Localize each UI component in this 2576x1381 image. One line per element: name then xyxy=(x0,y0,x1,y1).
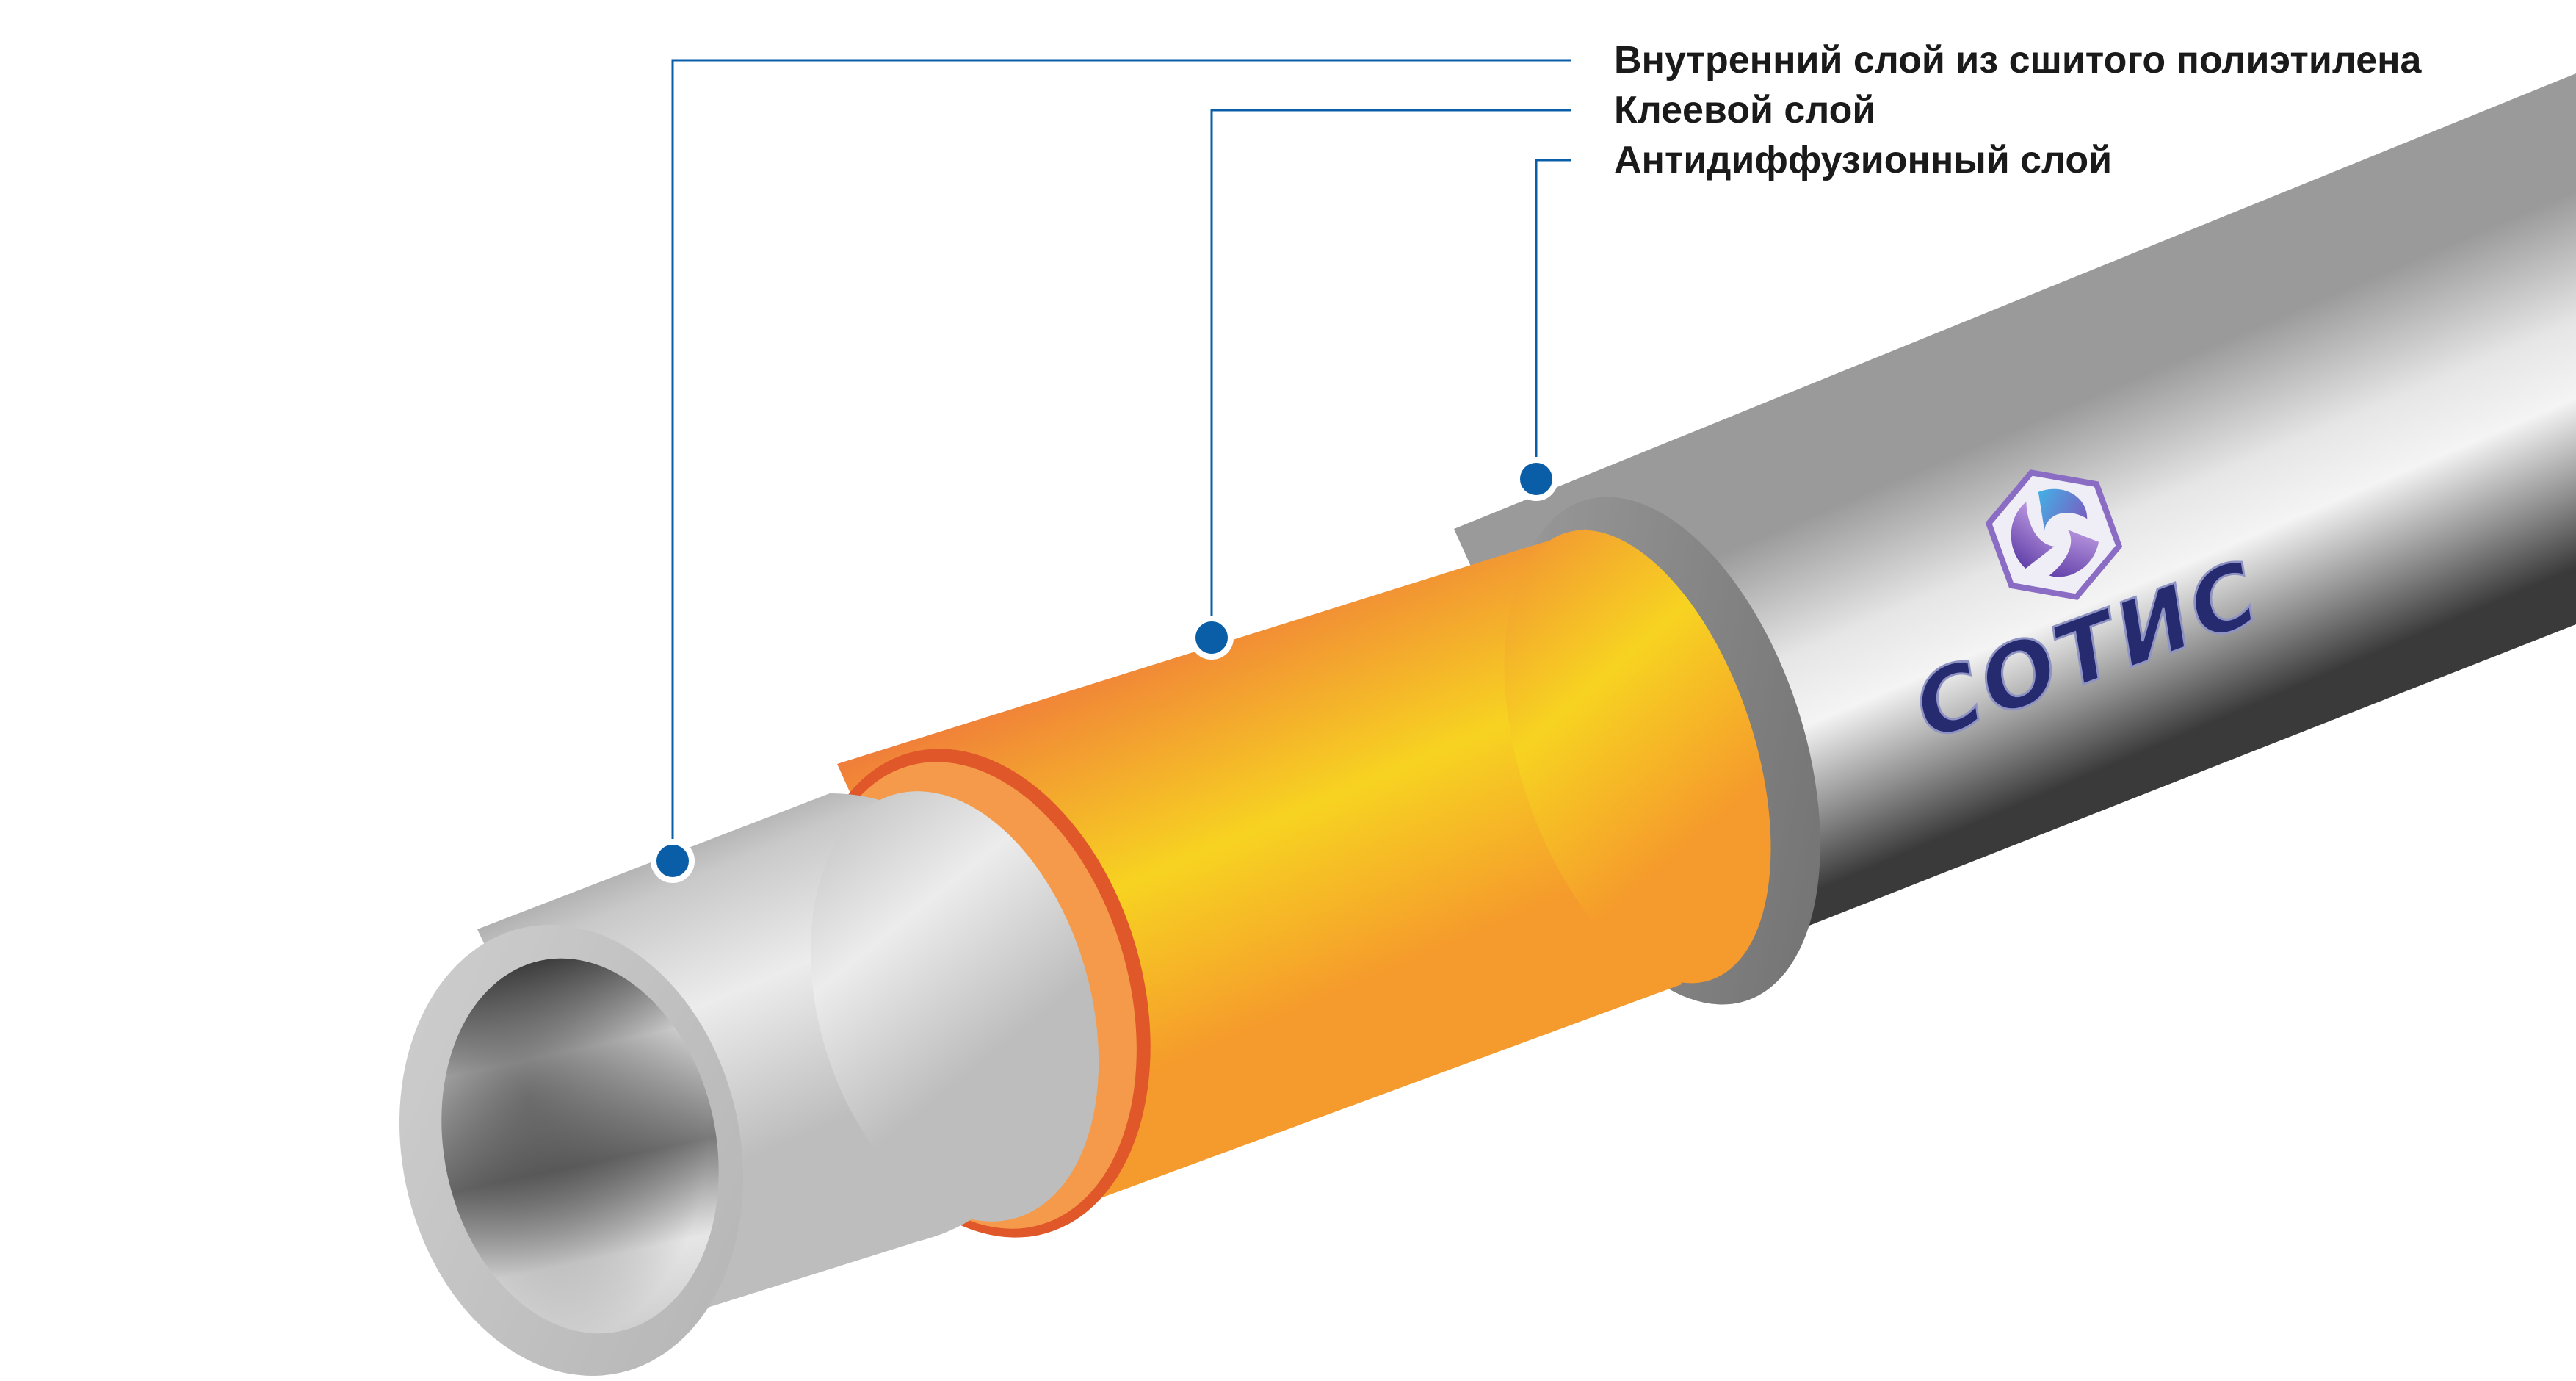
hexagon-swirl-logo-icon xyxy=(1985,469,2123,600)
marker-barrier xyxy=(1514,457,1558,501)
pipe-mouth xyxy=(399,925,744,1376)
leader-line-barrier xyxy=(1535,159,1571,479)
marker-adhesive xyxy=(1190,616,1234,660)
callout-adhesive-layer: Клеевой слой xyxy=(1614,89,1876,131)
leader-lines xyxy=(671,59,1571,861)
leader-line-inner xyxy=(671,59,1571,861)
leader-line-adhesive xyxy=(1210,109,1571,638)
markers xyxy=(651,457,1558,883)
callout-inner-layer: Внутренний слой из сшитого полиэтилена xyxy=(1614,39,2422,82)
marker-inner xyxy=(651,839,695,883)
callout-barrier-layer: Антидиффузионный слой xyxy=(1614,139,2113,181)
adhesive-layer-end xyxy=(1504,530,1771,984)
